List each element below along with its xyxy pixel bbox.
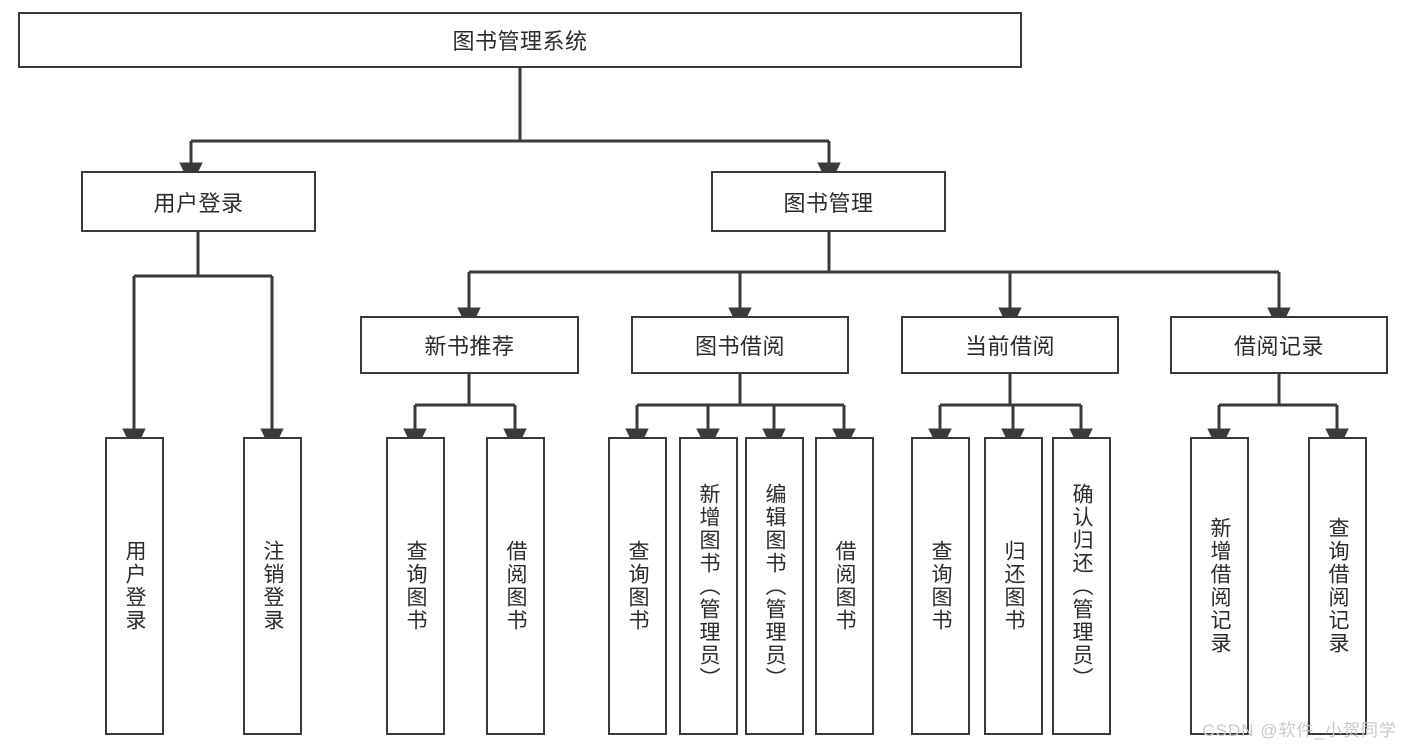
node-book-borrow[interactable]: 图书借阅 bbox=[631, 316, 849, 374]
node-leaf-confirm-return-label: 确认归还（管理员） bbox=[1070, 482, 1093, 690]
node-book-manage-label: 图书管理 bbox=[783, 190, 874, 216]
node-leaf-user-login[interactable]: 用户登录 bbox=[105, 437, 164, 735]
node-leaf-borrow-book-1[interactable]: 借阅图书 bbox=[486, 437, 545, 735]
node-leaf-logout-label: 注销登录 bbox=[261, 540, 284, 632]
node-leaf-query-book-2[interactable]: 查询图书 bbox=[608, 437, 667, 735]
node-leaf-borrow-book-1-label: 借阅图书 bbox=[504, 540, 527, 632]
node-current-borrow-label: 当前借阅 bbox=[964, 334, 1055, 359]
node-leaf-borrow-book-2[interactable]: 借阅图书 bbox=[815, 437, 874, 735]
node-root[interactable]: 图书管理系统 bbox=[18, 12, 1022, 68]
node-user-login-label: 用户登录 bbox=[153, 190, 244, 216]
node-leaf-borrow-book-2-label: 借阅图书 bbox=[833, 540, 856, 632]
node-leaf-return-book-label: 归还图书 bbox=[1002, 540, 1025, 632]
node-leaf-query-book-3[interactable]: 查询图书 bbox=[911, 437, 970, 735]
node-book-borrow-label: 图书借阅 bbox=[694, 334, 785, 359]
node-leaf-query-book-1[interactable]: 查询图书 bbox=[386, 437, 445, 735]
node-new-book-rec[interactable]: 新书推荐 bbox=[360, 316, 579, 374]
node-leaf-add-record-label: 新增借阅记录 bbox=[1208, 517, 1231, 655]
node-root-label: 图书管理系统 bbox=[452, 29, 588, 54]
node-book-manage[interactable]: 图书管理 bbox=[711, 171, 946, 232]
node-leaf-edit-book-label: 编辑图书（管理员） bbox=[763, 482, 786, 690]
node-leaf-confirm-return[interactable]: 确认归还（管理员） bbox=[1052, 437, 1111, 735]
node-leaf-logout[interactable]: 注销登录 bbox=[243, 437, 302, 735]
node-leaf-return-book[interactable]: 归还图书 bbox=[984, 437, 1043, 735]
node-leaf-add-book[interactable]: 新增图书（管理员） bbox=[679, 437, 738, 735]
node-current-borrow[interactable]: 当前借阅 bbox=[901, 316, 1119, 374]
node-leaf-user-login-label: 用户登录 bbox=[123, 540, 146, 632]
node-leaf-edit-book[interactable]: 编辑图书（管理员） bbox=[745, 437, 804, 735]
node-leaf-add-book-label: 新增图书（管理员） bbox=[697, 482, 720, 690]
node-borrow-record[interactable]: 借阅记录 bbox=[1170, 316, 1388, 374]
node-new-book-rec-label: 新书推荐 bbox=[424, 334, 515, 359]
node-leaf-query-book-2-label: 查询图书 bbox=[626, 540, 649, 632]
node-leaf-query-record-label: 查询借阅记录 bbox=[1326, 517, 1349, 655]
node-leaf-query-book-1-label: 查询图书 bbox=[404, 540, 427, 632]
node-user-login[interactable]: 用户登录 bbox=[81, 171, 316, 232]
node-leaf-add-record[interactable]: 新增借阅记录 bbox=[1190, 437, 1249, 735]
node-borrow-record-label: 借阅记录 bbox=[1233, 334, 1324, 359]
node-leaf-query-record[interactable]: 查询借阅记录 bbox=[1308, 437, 1367, 735]
node-leaf-query-book-3-label: 查询图书 bbox=[929, 540, 952, 632]
